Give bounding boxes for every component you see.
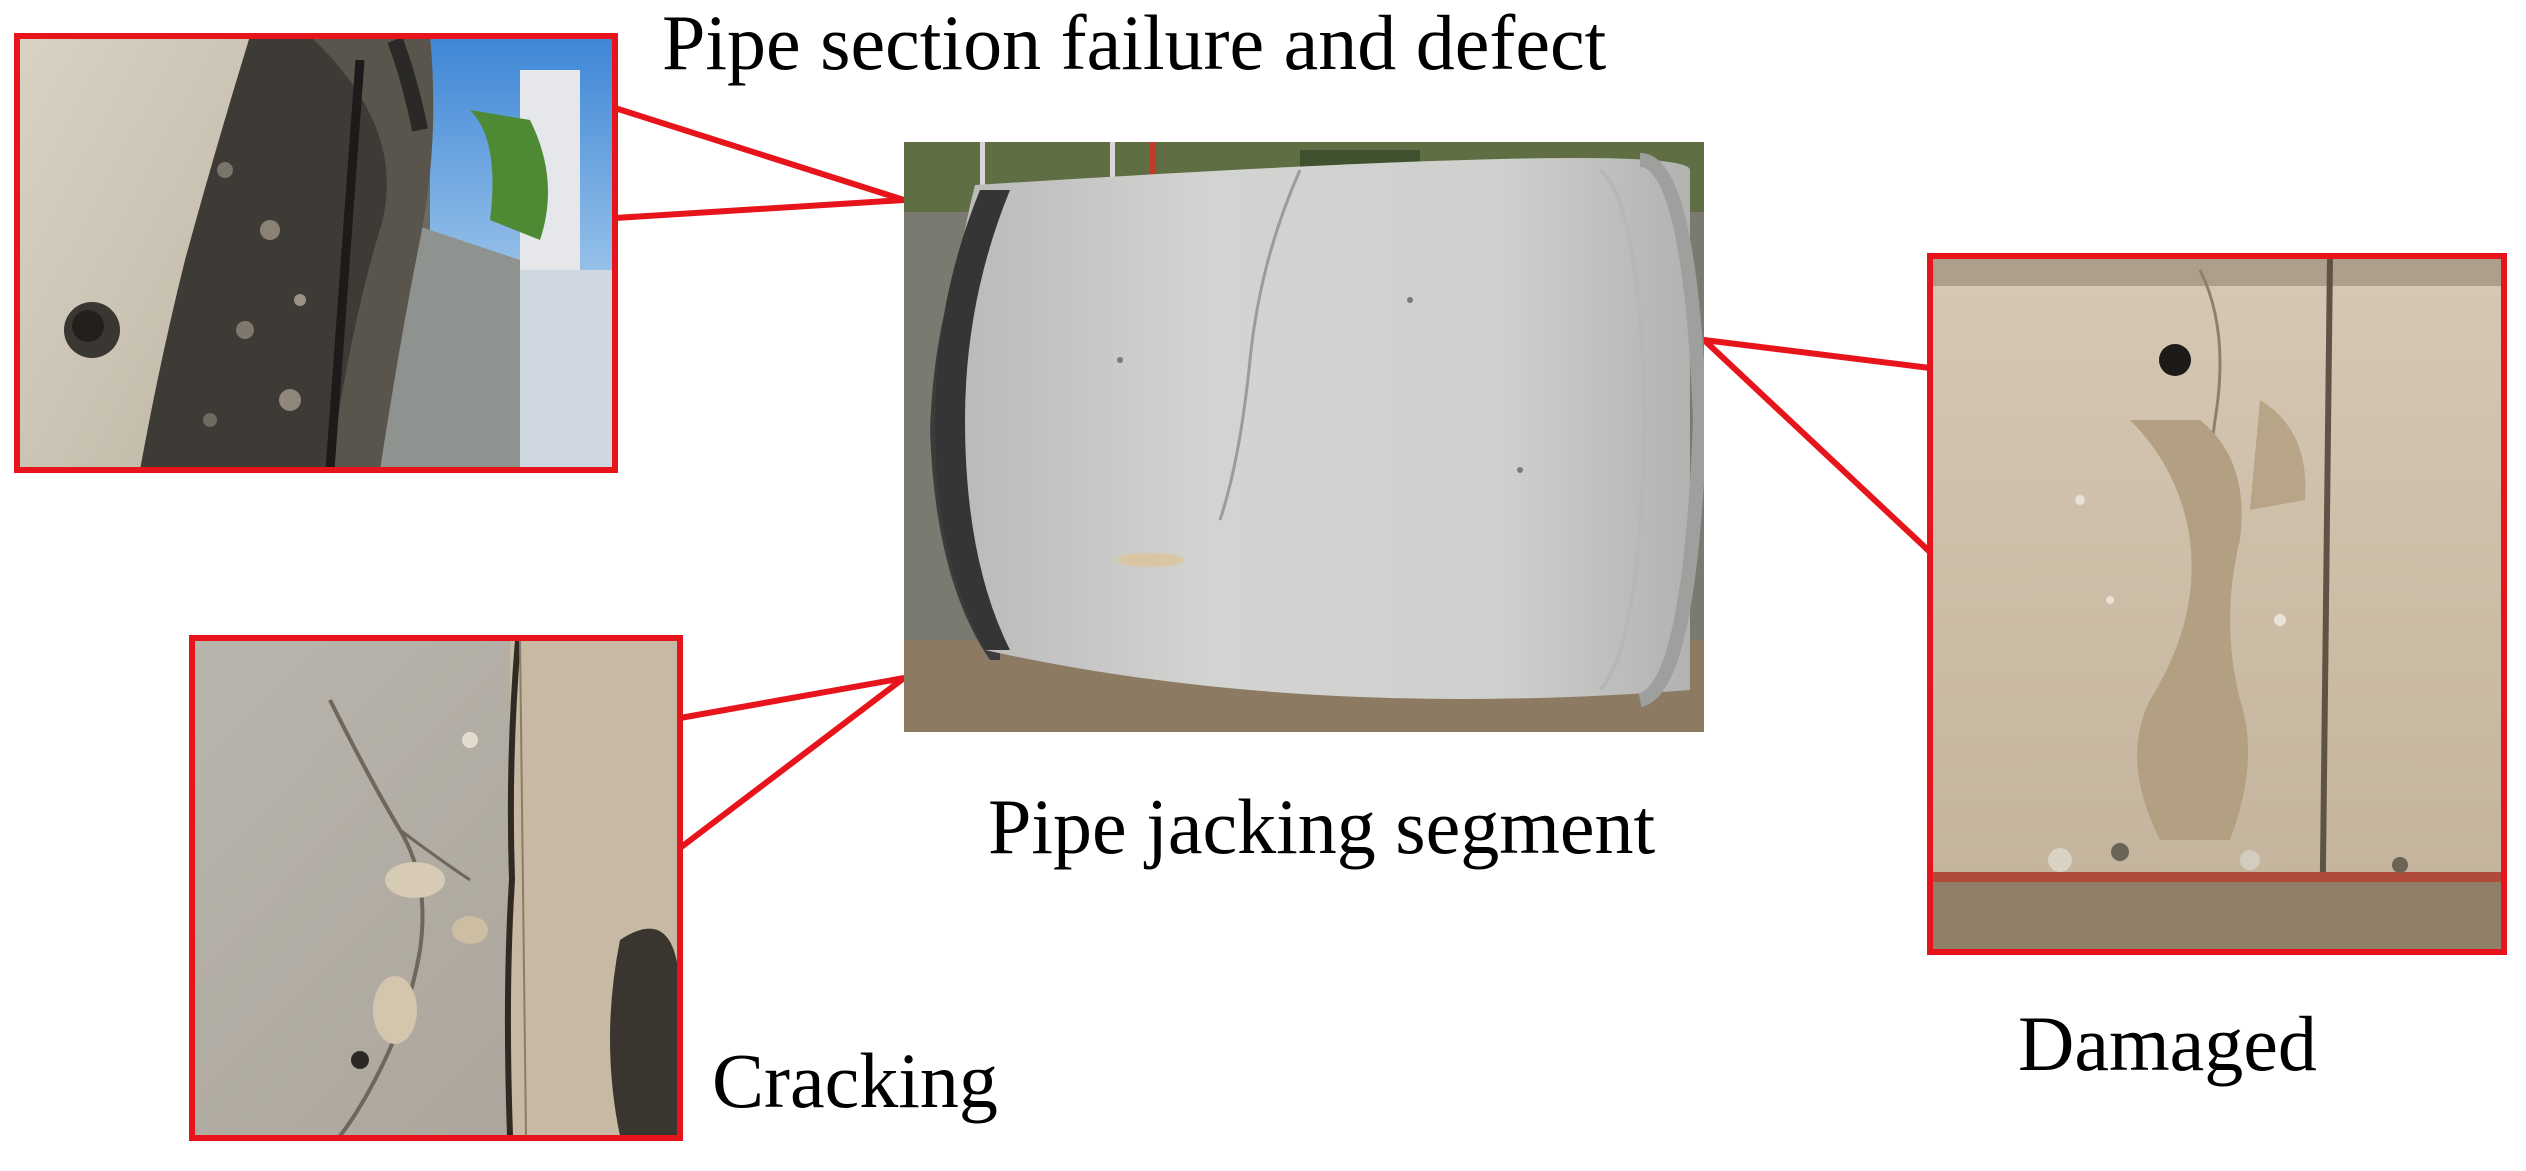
connector-bottom-left [678,675,906,851]
label-pipe-jacking-segment: Pipe jacking segment [988,783,1656,870]
photo-pipe-jacking-segment [904,142,1704,732]
photo-cracking [189,635,683,1141]
label-cracking: Cracking [712,1037,998,1124]
photo-pipe-section-failure [14,33,618,473]
photo-damaged [1927,253,2507,955]
label-pipe-section-failure: Pipe section failure and defect [662,0,1607,86]
connector-top-left [614,105,905,221]
connector-right [1695,335,1933,555]
label-damaged: Damaged [2018,1000,2317,1087]
